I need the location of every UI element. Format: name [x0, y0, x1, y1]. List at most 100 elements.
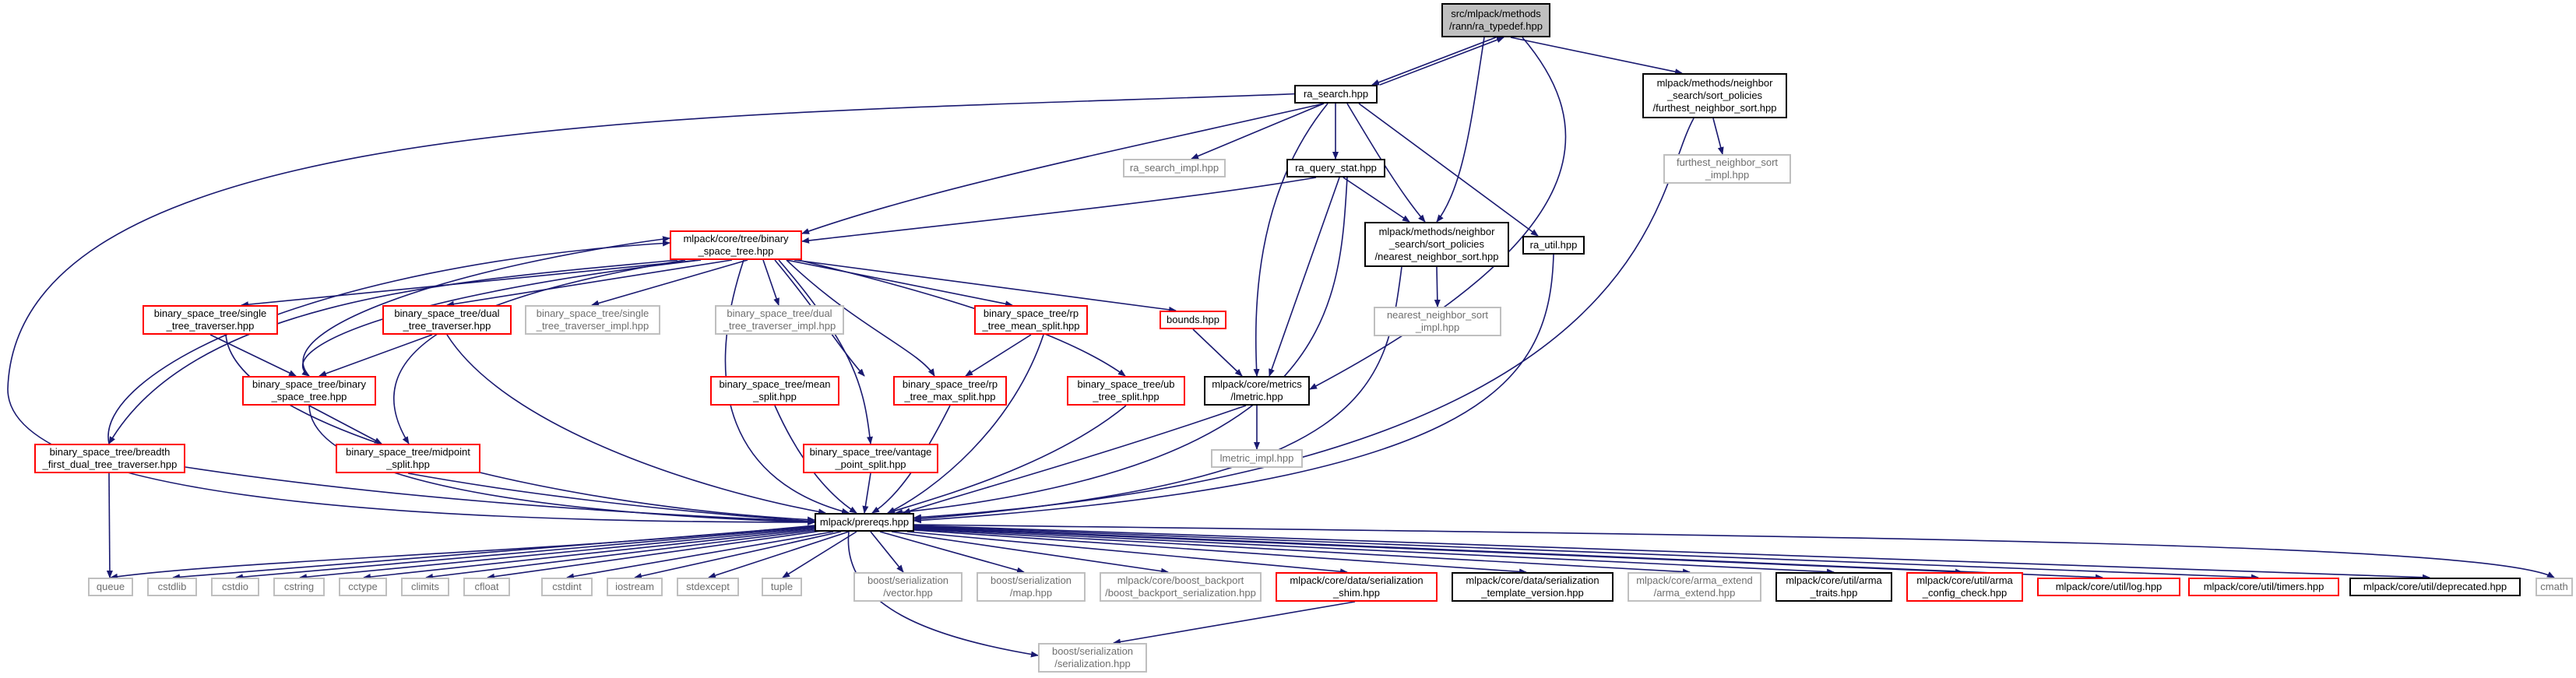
- dependency-edge: [774, 405, 857, 514]
- dependency-edge: [425, 529, 825, 580]
- node-ra-search[interactable]: ra_search.hpp: [1294, 85, 1378, 104]
- dependency-edge: [446, 334, 826, 515]
- dependency-edge: [778, 259, 873, 444]
- dependency-edge: [786, 259, 935, 377]
- dependency-edge: [887, 405, 1127, 515]
- dependency-edge: [913, 529, 1691, 575]
- node-serialization-template-version[interactable]: mlpack/core/data/serialization _template…: [1452, 572, 1614, 602]
- node-lmetric[interactable]: mlpack/core/metrics /lmetric.hpp: [1204, 376, 1310, 406]
- dependency-edge: [891, 531, 1169, 574]
- node-nearest-neighbor-sort-impl[interactable]: nearest_neighbor_sort _impl.hpp: [1374, 307, 1501, 336]
- dependency-edge: [1192, 328, 1243, 377]
- node-cstdint[interactable]: cstdint: [541, 578, 593, 596]
- node-ub-tree-split[interactable]: binary_space_tree/ub _tree_split.hpp: [1067, 376, 1185, 406]
- dependency-edge: [879, 531, 1025, 574]
- dependency-edge: [7, 93, 1309, 525]
- node-rp-tree-max-split[interactable]: binary_space_tree/rp _tree_max_split.hpp: [893, 376, 1007, 406]
- dependency-edge: [801, 177, 1317, 244]
- node-stdexcept[interactable]: stdexcept: [677, 578, 739, 596]
- dependency-edge: [847, 531, 1039, 658]
- node-furthest-neighbor-sort[interactable]: mlpack/methods/neighbor _search/sort_pol…: [1642, 73, 1787, 118]
- dependency-edge: [318, 334, 433, 377]
- node-midpoint-split[interactable]: binary_space_tree/midpoint _split.hpp: [336, 444, 480, 473]
- node-log[interactable]: mlpack/core/util/log.hpp: [2037, 578, 2180, 596]
- node-dual-tree-traverser[interactable]: binary_space_tree/dual _tree_traverser.h…: [382, 305, 512, 335]
- dependency-edge: [308, 405, 815, 525]
- node-timers[interactable]: mlpack/core/util/timers.hpp: [2188, 578, 2339, 596]
- node-vantage-point-split[interactable]: binary_space_tree/vantage _point_split.h…: [803, 444, 938, 473]
- dependency-edge: [862, 472, 871, 514]
- node-bst-binary-space-tree[interactable]: binary_space_tree/binary _space_tree.hpp: [242, 376, 376, 406]
- node-serialization-shim[interactable]: mlpack/core/data/serialization _shim.hpp: [1276, 572, 1438, 602]
- node-single-tree-traverser-impl[interactable]: binary_space_tree/single _tree_traverser…: [525, 305, 660, 335]
- dependency-edge: [1113, 601, 1356, 645]
- node-arma-traits[interactable]: mlpack/core/util/arma _traits.hpp: [1775, 572, 1892, 602]
- dependency-edge: [487, 529, 828, 580]
- node-cctype[interactable]: cctype: [339, 578, 387, 596]
- dependency-edge: [762, 259, 779, 306]
- dependency-edge: [1434, 266, 1441, 307]
- node-ra-typedef: src/mlpack/methods /rann/ra_typedef.hpp: [1441, 3, 1550, 37]
- dependency-edge: [965, 334, 1032, 377]
- dependency-edge: [185, 466, 815, 525]
- dependency-edge: [906, 531, 1348, 575]
- node-cstdlib[interactable]: cstdlib: [147, 578, 197, 596]
- dependency-edge: [446, 259, 733, 307]
- dependency-edge: [172, 525, 815, 581]
- dependency-edge: [871, 405, 951, 514]
- dependency-edge: [1436, 37, 1485, 223]
- dependency-edge: [913, 528, 1835, 575]
- node-tuple[interactable]: tuple: [762, 578, 802, 596]
- node-iostream[interactable]: iostream: [607, 578, 663, 596]
- node-boost-serialization-serialization[interactable]: boost/serialization /serialization.hpp: [1038, 643, 1147, 673]
- node-ra-util[interactable]: ra_util.hpp: [1522, 236, 1585, 255]
- dependency-edge: [913, 525, 2259, 581]
- node-lmetric-impl[interactable]: lmetric_impl.hpp: [1211, 449, 1303, 468]
- node-breadth-first-dual-tree-traverser[interactable]: binary_space_tree/breadth _first_dual_tr…: [34, 444, 185, 473]
- node-boost-backport-serialization[interactable]: mlpack/core/boost_backport /boost_backpo…: [1100, 572, 1262, 602]
- node-deprecated[interactable]: mlpack/core/util/deprecated.hpp: [2349, 578, 2521, 596]
- node-ra-search-impl[interactable]: ra_search_impl.hpp: [1123, 159, 1226, 177]
- node-arma-extend[interactable]: mlpack/core/arma_extend /arma_extend.hpp: [1628, 572, 1761, 602]
- dependency-edge: [1510, 37, 1683, 76]
- node-cfloat[interactable]: cfloat: [463, 578, 510, 596]
- dependency-edge: [108, 259, 678, 444]
- dependency-edge: [870, 531, 904, 573]
- dependency-edge: [241, 259, 702, 308]
- dependency-edge: [794, 259, 1177, 313]
- node-boost-serialization-vector[interactable]: boost/serialization /vector.hpp: [853, 572, 962, 602]
- dependency-edge: [566, 531, 834, 580]
- dependency-edge: [887, 334, 1044, 514]
- dependency-edge: [1269, 177, 1340, 377]
- node-boost-serialization-map[interactable]: boost/serialization /map.hpp: [977, 572, 1086, 602]
- node-binary-space-tree[interactable]: mlpack/core/tree/binary _space_tree.hpp: [670, 230, 802, 260]
- dependency-edge: [782, 531, 857, 578]
- dependency-edge: [363, 528, 822, 581]
- dependency-edge: [407, 472, 815, 525]
- node-rp-tree-mean-split[interactable]: binary_space_tree/rp _tree_mean_split.hp…: [974, 305, 1088, 335]
- node-cstdio[interactable]: cstdio: [211, 578, 259, 596]
- node-arma-config-check[interactable]: mlpack/core/util/arma _config_check.hpp: [1906, 572, 2023, 602]
- node-mean-split[interactable]: binary_space_tree/mean _split.hpp: [710, 376, 839, 406]
- node-single-tree-traverser[interactable]: binary_space_tree/single _tree_traverser…: [143, 305, 278, 335]
- dependency-edge: [903, 405, 1247, 515]
- node-prereqs[interactable]: mlpack/prereqs.hpp: [815, 513, 914, 532]
- node-nearest-neighbor-sort[interactable]: mlpack/methods/neighbor _search/sort_pol…: [1364, 222, 1509, 267]
- node-cstring[interactable]: cstring: [273, 578, 325, 596]
- dependency-edge: [913, 524, 2555, 578]
- node-furthest-neighbor-sort-impl[interactable]: furthest_neighbor_sort _impl.hpp: [1663, 154, 1791, 184]
- node-queue[interactable]: queue: [88, 578, 133, 596]
- node-cmath[interactable]: cmath: [2536, 578, 2573, 596]
- dependency-edge: [634, 531, 842, 579]
- node-climits[interactable]: climits: [401, 578, 449, 596]
- dependency-edge: [1358, 103, 1539, 237]
- dependency-edge: [1371, 37, 1497, 86]
- node-bounds[interactable]: bounds.hpp: [1160, 311, 1226, 329]
- node-dual-tree-traverser-impl[interactable]: binary_space_tree/dual _tree_traverser_i…: [715, 305, 844, 335]
- dependency-edge: [308, 405, 382, 444]
- dependency-edge: [786, 259, 1013, 307]
- dependency-edge: [302, 236, 670, 377]
- dependency-edge: [913, 529, 1527, 575]
- node-ra-query-stat[interactable]: ra_query_stat.hpp: [1286, 159, 1385, 177]
